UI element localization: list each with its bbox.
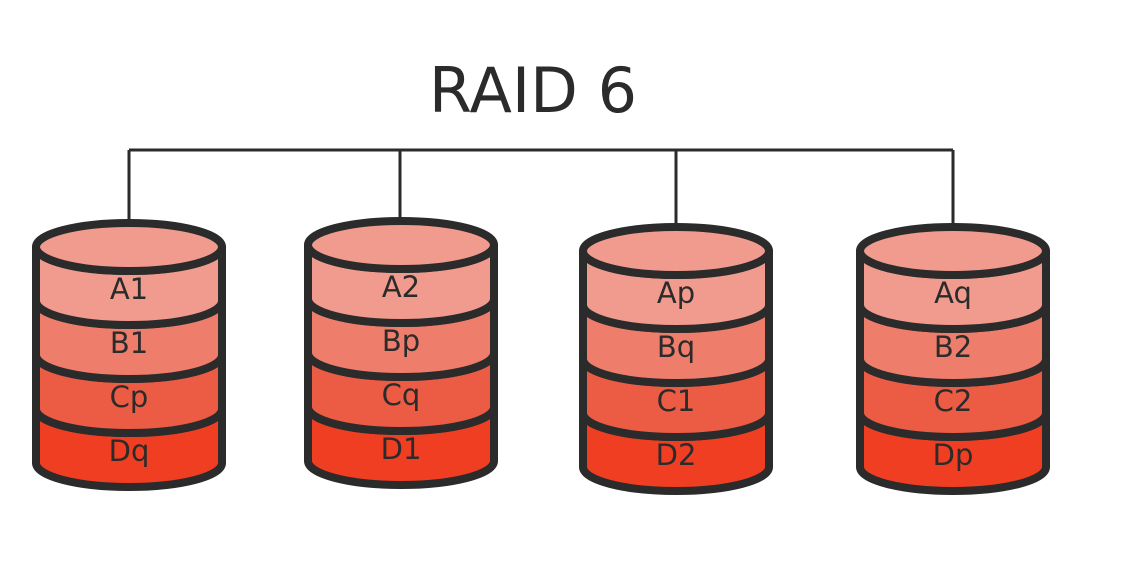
block-label: D2 [656, 438, 697, 472]
block-label: Cq [382, 378, 421, 412]
block-label: A1 [110, 272, 148, 306]
block-label: Dq [109, 434, 150, 468]
block-label: Bp [382, 324, 420, 358]
block-label: B2 [934, 330, 972, 364]
block-label: Cp [110, 380, 149, 414]
block-label: Dp [933, 438, 974, 472]
block-label: C1 [657, 384, 696, 418]
diagram-title: RAID 6 [429, 54, 637, 127]
disk-top-cap [304, 217, 498, 273]
block-label: Ap [657, 276, 695, 310]
block-label: A2 [382, 270, 420, 304]
disk-top-cap [579, 223, 773, 279]
disk-top-cap [856, 223, 1050, 279]
block-label: Aq [934, 276, 972, 310]
disk-top-cap [32, 219, 226, 275]
block-label: C2 [934, 384, 973, 418]
block-label: Bq [657, 330, 695, 364]
block-label: D1 [381, 432, 422, 466]
block-label: B1 [110, 326, 148, 360]
connector-lines [127, 148, 955, 252]
